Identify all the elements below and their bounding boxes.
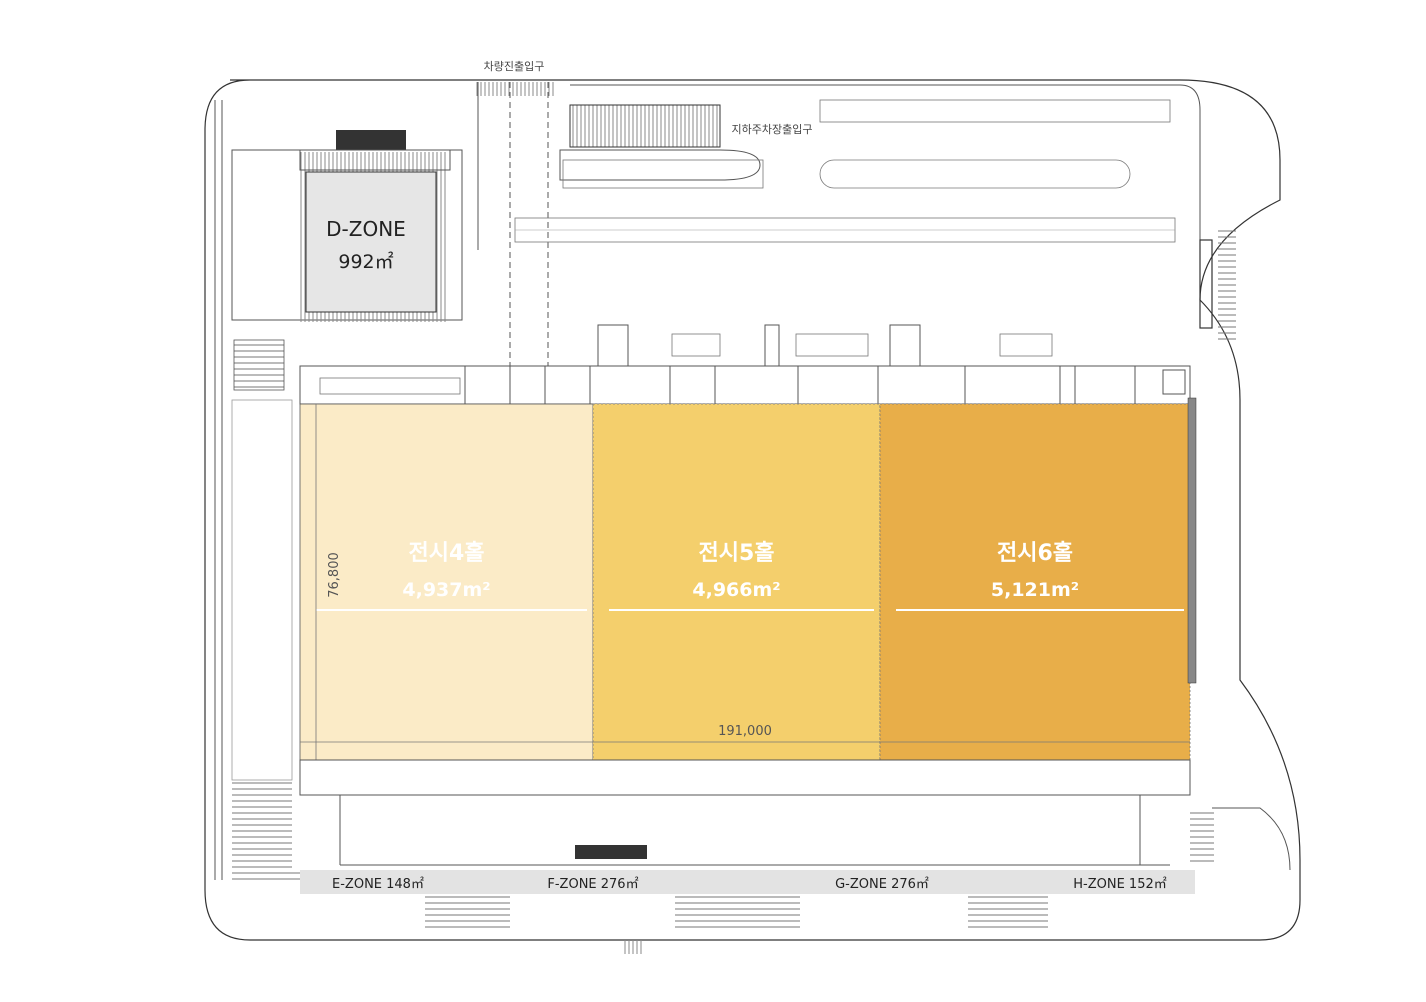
- zone-label-f[interactable]: F-ZONE 276㎡: [547, 877, 638, 892]
- hall-5-area-value: 4,966m²: [692, 579, 780, 601]
- zone-label-e[interactable]: E-ZONE 148㎡: [332, 877, 424, 892]
- underground-parking-entrance-label: 지하주차장출입구: [732, 122, 813, 136]
- d-zone-name: D-ZONE: [326, 217, 406, 241]
- d-zone-area[interactable]: [305, 171, 437, 313]
- hall-6-name: 전시6홀: [997, 540, 1073, 566]
- hall-5-area[interactable]: [592, 403, 881, 761]
- vehicle-entrance-label: 차량진출입구: [484, 60, 545, 73]
- zone-band: [300, 870, 1195, 894]
- hall-4-area[interactable]: [299, 403, 594, 761]
- site-outline: [204, 79, 1301, 941]
- zone-label-h[interactable]: H-ZONE 152㎡: [1073, 877, 1167, 892]
- hall-6-area[interactable]: [879, 403, 1191, 761]
- depth-dimension-label: 76,800: [327, 552, 342, 598]
- width-dimension-label: 191,000: [718, 724, 772, 739]
- hall-4-name: 전시4홀: [408, 540, 484, 566]
- hall-6-area-value: 5,121m²: [991, 579, 1079, 601]
- d-zone-area-value: 992㎡: [338, 250, 393, 273]
- hall-5-name: 전시5홀: [698, 540, 774, 566]
- zone-label-g[interactable]: G-ZONE 276㎡: [835, 877, 929, 892]
- hall-4-area-value: 4,937m²: [402, 579, 490, 601]
